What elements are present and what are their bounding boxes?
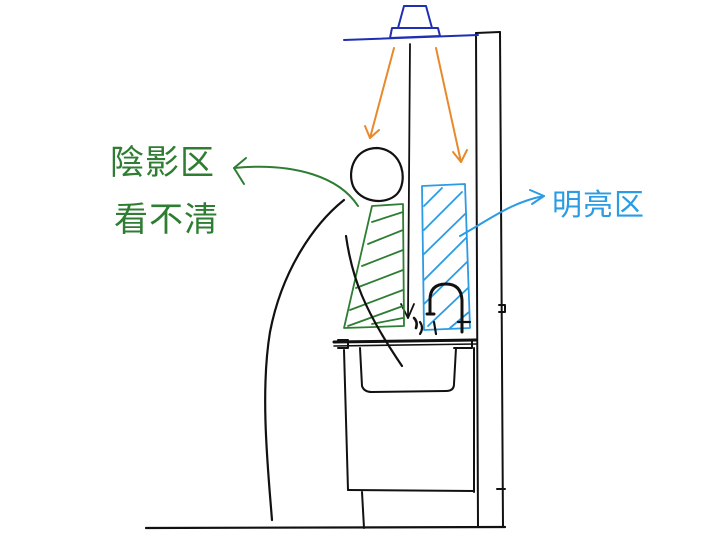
person [264,146,404,522]
floor-line [144,525,507,530]
bright-zone-label: 明亮区 [552,188,645,223]
light-rays [364,47,468,163]
faucet [412,282,472,336]
cant-see-clearly-label: 看不清 [114,200,219,240]
bright-pointer-arrow [459,189,545,237]
shadow-pointer-arrow [233,157,359,207]
wall [475,31,506,528]
shadow-zone-label: 陰影区 [110,143,215,183]
vanity [332,338,478,529]
shadow-zone-hatch [343,203,405,329]
ceiling-light [343,5,479,41]
